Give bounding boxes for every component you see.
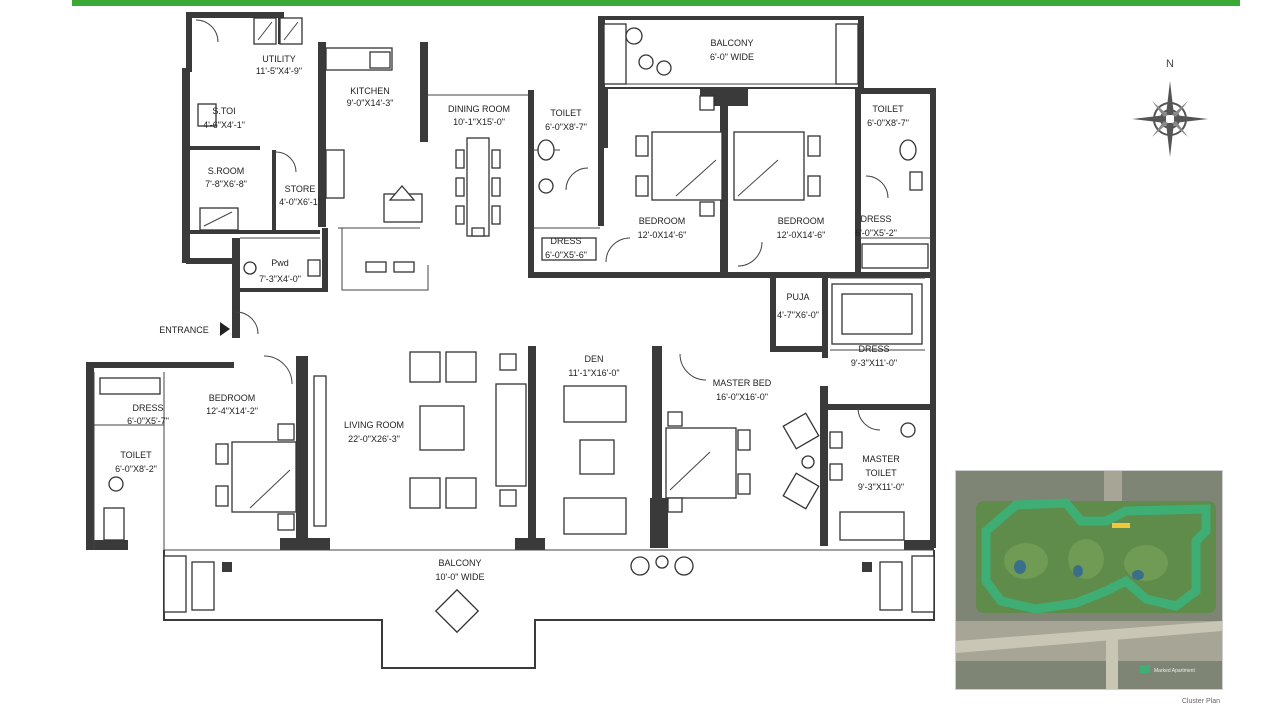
dims-puja: 4'-7"X6'-0": [777, 310, 819, 320]
dims-dress-2: 6'-0"X5'-2": [855, 228, 897, 238]
label-master-toilet-2: TOILET: [865, 468, 897, 478]
room-labels: UTILITY 11'-5"X4'-9" KITCHEN 9'-0"X14'-3…: [115, 38, 909, 582]
label-dress-4: DRESS: [132, 403, 163, 413]
label-puja: PUJA: [786, 292, 809, 302]
dims-dress-4: 6'-0"X5'-7": [127, 416, 169, 426]
dims-living: 22'-0"X26'-3": [348, 434, 400, 444]
label-master-bed: MASTER BED: [713, 378, 772, 388]
interior-partitions: [93, 94, 930, 550]
dims-toilet-1: 6'-0"X8'-7": [545, 122, 587, 132]
label-bedroom-2: BEDROOM: [778, 216, 825, 226]
label-toilet-2: TOILET: [872, 104, 904, 114]
dims-bedroom-2: 12'-0X14'-6": [777, 230, 826, 240]
cluster-plan-caption: Cluster Plan: [1181, 698, 1220, 705]
compass-north-label: N: [1166, 58, 1174, 70]
furniture: [99, 17, 935, 634]
label-entrance: ENTRANCE: [159, 325, 209, 335]
cluster-plan-map: Marked Apartment: [955, 470, 1223, 690]
dims-servant-toilet: 4'-6"X4'-1": [203, 120, 245, 130]
dims-powder: 7'-3"X4'-0": [259, 274, 301, 284]
label-toilet-1: TOILET: [550, 108, 582, 118]
entrance-arrow-icon: [220, 322, 230, 336]
header-accent-bar: [72, 0, 1240, 6]
label-dining: DINING ROOM: [448, 104, 510, 114]
label-dress-3: DRESS: [858, 344, 889, 354]
compass-icon: N: [1132, 58, 1208, 157]
dims-store: 4'-0"X6'-1": [279, 197, 321, 207]
label-toilet-3: TOILET: [120, 450, 152, 460]
dims-bedroom-1: 12'-0X14'-6": [638, 230, 687, 240]
dims-dining: 10'-1"X15'-0": [453, 117, 505, 127]
cluster-legend-label: Marked Apartment: [1154, 668, 1195, 674]
label-balcony-top: BALCONY: [710, 38, 753, 48]
dims-dress-3: 9'-3"X11'-0": [851, 358, 897, 368]
label-balcony-bottom: BALCONY: [438, 558, 481, 568]
label-bedroom-3: BEDROOM: [209, 393, 256, 403]
label-dress-2: DRESS: [860, 214, 891, 224]
dims-master-bed: 16'-0"X16'-0": [716, 392, 768, 402]
label-servant-room: S.ROOM: [208, 166, 245, 176]
label-dress-1: DRESS: [550, 236, 581, 246]
dims-bedroom-3: 12'-4"X14'-2": [206, 406, 258, 416]
label-den: DEN: [584, 354, 603, 364]
label-bedroom-1: BEDROOM: [639, 216, 686, 226]
dims-servant-room: 7'-8"X6'-8": [205, 179, 247, 189]
dims-dress-1: 6'-0"X5'-6": [545, 250, 587, 260]
dims-balcony-top: 6'-0" WIDE: [710, 52, 754, 62]
dims-kitchen: 9'-0"X14'-3": [347, 98, 394, 108]
dims-toilet-3: 6'-0"X8'-2": [115, 464, 157, 474]
dims-utility: 11'-5"X4'-9": [256, 66, 302, 76]
label-kitchen: KITCHEN: [350, 86, 390, 96]
label-store: STORE: [285, 184, 316, 194]
dims-den: 11'-1"X16'-0": [568, 368, 619, 378]
dims-toilet-2: 6'-0"X8'-7": [867, 118, 909, 128]
label-powder: Pwd: [271, 258, 289, 268]
dims-balcony-bottom: 10'-0" WIDE: [436, 572, 485, 582]
door-swings: [195, 19, 889, 431]
label-living: LIVING ROOM: [344, 420, 404, 430]
dims-master-toilet: 9'-3"X11'-0": [858, 482, 904, 492]
label-servant-toilet: S.TOI: [212, 106, 235, 116]
label-utility: UTILITY: [262, 54, 296, 64]
walls: [86, 12, 936, 550]
label-master-toilet: MASTER: [862, 454, 900, 464]
balcony-outline: [163, 20, 935, 669]
